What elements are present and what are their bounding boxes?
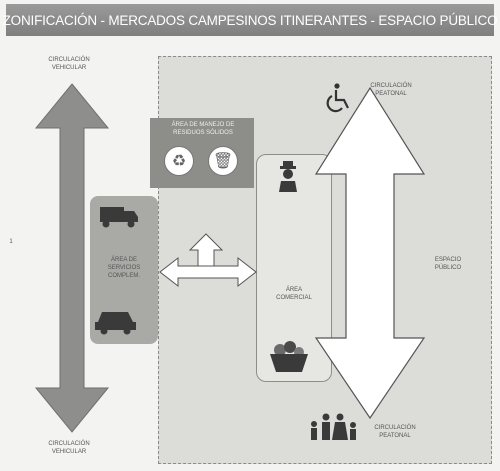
family-pedestrians-icon — [311, 413, 356, 440]
title-banner: ZONIFICACIÓN - MERCADOS CAMPESINOS ITINE… — [3, 4, 498, 36]
truck-icon — [100, 207, 138, 228]
side-mark: 1 — [9, 239, 13, 245]
car-icon — [95, 312, 136, 335]
trash-bin-icon: 🗑 — [208, 146, 238, 176]
connector-up-arrow — [188, 233, 224, 267]
wheelchair-icon — [326, 83, 349, 113]
title-text: ZONIFICACIÓN - MERCADOS CAMPESINOS ITINE… — [2, 12, 498, 28]
vehicular-circulation-arrow — [34, 83, 110, 433]
connector-horizontal-arrow — [159, 256, 257, 288]
recycle-icon: ♻ — [164, 146, 194, 176]
produce-basket-icon — [270, 341, 308, 372]
pedestrian-circulation-arrow — [314, 86, 426, 420]
farmer-vendor-icon — [279, 161, 297, 192]
